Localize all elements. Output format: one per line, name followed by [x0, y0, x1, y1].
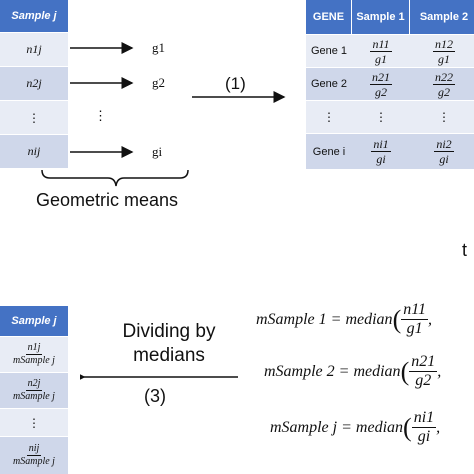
left-table-header: Sample j	[0, 0, 68, 32]
step3-number: (3)	[144, 386, 166, 406]
left-row-4: nij	[0, 134, 68, 168]
sample1-header: Sample 1	[352, 0, 410, 34]
gene-row-1-name: Gene 1	[306, 34, 352, 67]
mean-g2: g2	[152, 75, 165, 90]
gene-row-4-name: Gene i	[306, 133, 352, 169]
brace	[41, 169, 189, 187]
gene-row-3-s1: ⋮	[352, 100, 410, 133]
sample2-header: Sample 2	[410, 0, 474, 34]
mean-dots: ⋮	[94, 108, 107, 123]
gene-row-3-s2: ⋮	[410, 100, 474, 133]
mean-arrows	[70, 42, 134, 158]
step1-arrow	[192, 91, 286, 103]
left-row-2: n2j	[0, 66, 68, 100]
geometric-means-label: Geometric means	[36, 190, 179, 210]
result-table-header: Sample j	[0, 306, 68, 336]
side-letter: t	[462, 240, 468, 260]
result-row-3: ⋮	[0, 408, 68, 436]
left-table: Sample j n1j n2j ⋮ nij	[0, 0, 68, 168]
left-row-3: ⋮	[0, 100, 68, 134]
mean-g1: g1	[152, 40, 165, 55]
gene-header: GENE	[306, 0, 352, 34]
gene-row-3-name: ⋮	[306, 100, 352, 133]
gene-row-2-name: Gene 2	[306, 67, 352, 100]
left-row-1: n1j	[0, 32, 68, 66]
step3-arrow	[80, 371, 238, 383]
step1-label: (1)	[225, 74, 246, 93]
step3-label: Dividing by medians	[122, 321, 216, 366]
mean-gi: gi	[152, 144, 163, 159]
